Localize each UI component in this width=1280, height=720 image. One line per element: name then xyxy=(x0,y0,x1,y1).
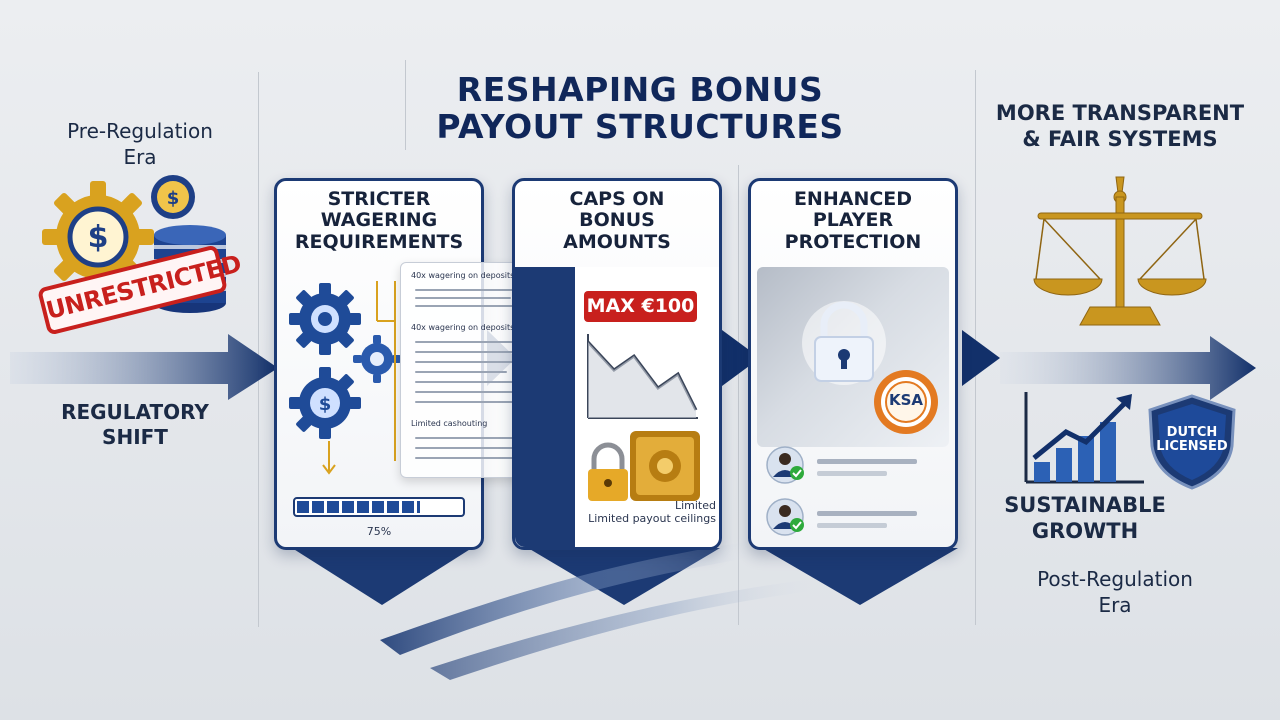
card-title-line: Caps on xyxy=(569,188,665,210)
headline-line: More Transparent xyxy=(995,101,1245,125)
era-line: Era xyxy=(1098,593,1132,617)
divider-line xyxy=(738,165,739,625)
growth-chart-icon xyxy=(1024,392,1144,484)
card-title: Caps on Bonus Amounts xyxy=(515,188,719,253)
pre-regulation-label: Pre-Regulation Era xyxy=(40,118,240,170)
page-title: Reshaping Bonus Payout Structures xyxy=(330,70,950,146)
regulatory-shift-label: Regulatory Shift xyxy=(30,400,240,450)
padlock-icon xyxy=(802,301,886,385)
doc-note: 40x wagering on deposits xyxy=(411,271,515,280)
caption-line: Limited xyxy=(674,499,716,512)
blue-gear-icon xyxy=(353,335,401,383)
doc-line xyxy=(415,401,525,403)
title-line: Payout Structures xyxy=(436,106,844,146)
doc-line xyxy=(415,351,513,353)
card-title-line: Protection xyxy=(784,230,922,253)
growth-line: Growth xyxy=(1031,519,1139,544)
lock-safe-icon xyxy=(588,431,700,501)
era-line: Era xyxy=(123,145,157,169)
user-avatar-icon xyxy=(766,498,804,536)
card-title-line: Stricter xyxy=(327,188,431,210)
shield-icon xyxy=(1148,394,1236,490)
card-chevron xyxy=(292,548,472,605)
divider-line xyxy=(405,60,406,150)
doc-line xyxy=(415,381,523,383)
svg-text:$: $ xyxy=(167,188,180,209)
svg-text:$: $ xyxy=(88,220,109,255)
sustainable-growth-label: Sustainable Growth xyxy=(990,492,1180,545)
chevron-arrow xyxy=(722,330,760,386)
shift-line: Regulatory xyxy=(61,400,209,424)
progress-bar xyxy=(293,497,465,517)
right-arrow xyxy=(1000,336,1256,400)
title-line: Reshaping Bonus xyxy=(456,70,824,109)
doc-note: Limited cashouting xyxy=(411,419,488,428)
card-title-line: Player xyxy=(812,209,894,232)
progress-label: 75% xyxy=(366,525,392,538)
verified-users-icon xyxy=(766,446,917,536)
doc-line xyxy=(415,341,527,343)
doc-line xyxy=(415,391,515,393)
card-chevron xyxy=(762,548,958,605)
progress-fill xyxy=(297,501,420,513)
caps-caption: Limited Limited payout ceilings xyxy=(576,499,716,525)
shield-line: Dutch xyxy=(1166,425,1218,440)
svg-text:$: $ xyxy=(319,394,332,415)
caption-line: Limited payout ceilings xyxy=(588,511,716,525)
chevron-arrow xyxy=(962,330,1000,386)
max-bonus-badge: MAX €100 xyxy=(584,291,697,322)
gears-icon: $ xyxy=(289,281,401,475)
ribbon xyxy=(430,578,820,680)
blue-gear-icon xyxy=(289,283,361,355)
card-title: Stricter Wagering Requirements xyxy=(277,188,481,253)
shield-line: Licensed xyxy=(1156,438,1228,454)
doc-line xyxy=(415,447,515,449)
user-avatar-icon xyxy=(766,446,804,484)
scales-icon xyxy=(1033,176,1207,326)
doc-line xyxy=(415,371,507,373)
card-title-line: Wagering xyxy=(320,209,438,232)
coin-icon: $ xyxy=(151,175,195,219)
card-title-line: Bonus xyxy=(579,209,655,232)
doc-line xyxy=(415,305,519,307)
headline-line: & Fair Systems xyxy=(1022,127,1218,152)
ksa-seal-text: KSA xyxy=(888,391,924,409)
post-regulation-label: Post-Regulation Era xyxy=(1010,566,1220,618)
padlock-icon xyxy=(588,442,628,501)
era-line: Pre-Regulation xyxy=(67,119,213,143)
card-wagering: Stricter Wagering Requirements xyxy=(274,178,484,550)
left-arrow xyxy=(10,334,278,400)
ksa-seal-icon xyxy=(874,370,938,434)
dutch-licensed-badge: Dutch Licensed xyxy=(1150,426,1234,453)
transparent-systems-label: More Transparent & Fair Systems xyxy=(980,100,1260,153)
card-title-line: Amounts xyxy=(563,230,671,253)
card-title-line: Requirements xyxy=(294,230,464,253)
doc-line xyxy=(415,289,525,291)
doc-line xyxy=(415,297,511,299)
declining-chart-icon xyxy=(586,334,698,419)
shift-line: Shift xyxy=(102,425,168,449)
doc-line xyxy=(415,361,521,363)
card-title: Enhanced Player Protection xyxy=(751,188,955,253)
doc-note: 40x wagering on deposits xyxy=(411,323,515,332)
era-line: Post-Regulation xyxy=(1037,567,1193,591)
doc-line xyxy=(415,437,527,439)
dollar-gear-icon: $ xyxy=(289,367,361,439)
card-player-protection: Enhanced Player Protection KSA xyxy=(748,178,958,550)
doc-line xyxy=(415,457,523,459)
growth-line: Sustainable xyxy=(1004,493,1166,517)
divider-line xyxy=(258,72,259,627)
card-title-line: Enhanced xyxy=(793,188,913,210)
safe-icon xyxy=(630,431,700,501)
ribbon xyxy=(380,540,760,655)
